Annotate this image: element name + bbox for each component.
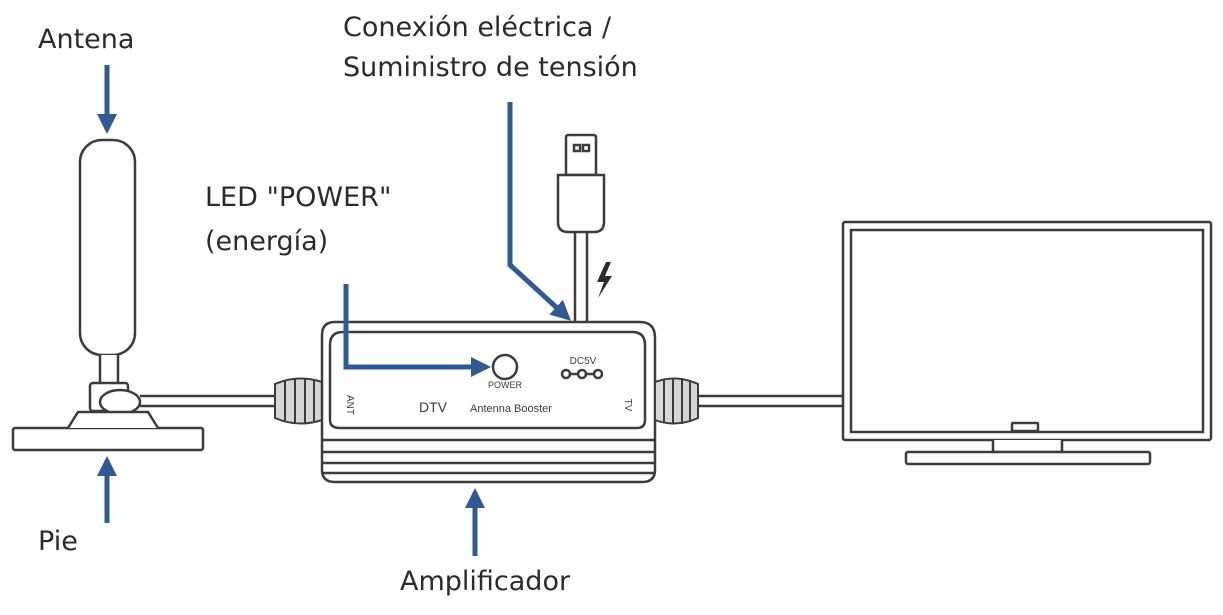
label-led-line1: LED "POWER" bbox=[205, 182, 392, 213]
right-connector-grip bbox=[654, 377, 699, 425]
label-base: Pie bbox=[38, 526, 78, 557]
tv-icon bbox=[841, 220, 1213, 466]
dc-input-text: DC5V bbox=[570, 356, 597, 367]
arrow-power bbox=[507, 102, 571, 321]
label-led-line2: (energía) bbox=[205, 226, 329, 257]
arrow-led bbox=[343, 284, 491, 377]
coax-cable-right bbox=[698, 394, 845, 408]
power-led-text: POWER bbox=[488, 380, 523, 390]
label-amplifier: Amplificador bbox=[400, 566, 571, 597]
amplifier-device bbox=[320, 320, 657, 484]
lightning-icon bbox=[597, 262, 612, 298]
left-connector-grip bbox=[274, 377, 323, 425]
label-power-line1: Conexión eléctrica / bbox=[343, 12, 612, 43]
model-text: Antenna Booster bbox=[470, 403, 552, 415]
brand-text: DTV bbox=[419, 399, 448, 415]
usb-plug-icon bbox=[556, 133, 606, 322]
tv-port-text: TV bbox=[622, 399, 633, 412]
antenna-icon bbox=[11, 138, 205, 452]
ant-port-text: ANT bbox=[344, 395, 355, 415]
coax-cable-left bbox=[140, 394, 278, 408]
label-power-line2: Suministro de tensión bbox=[343, 52, 638, 83]
label-antenna: Antena bbox=[38, 24, 135, 55]
arrows bbox=[97, 65, 571, 556]
